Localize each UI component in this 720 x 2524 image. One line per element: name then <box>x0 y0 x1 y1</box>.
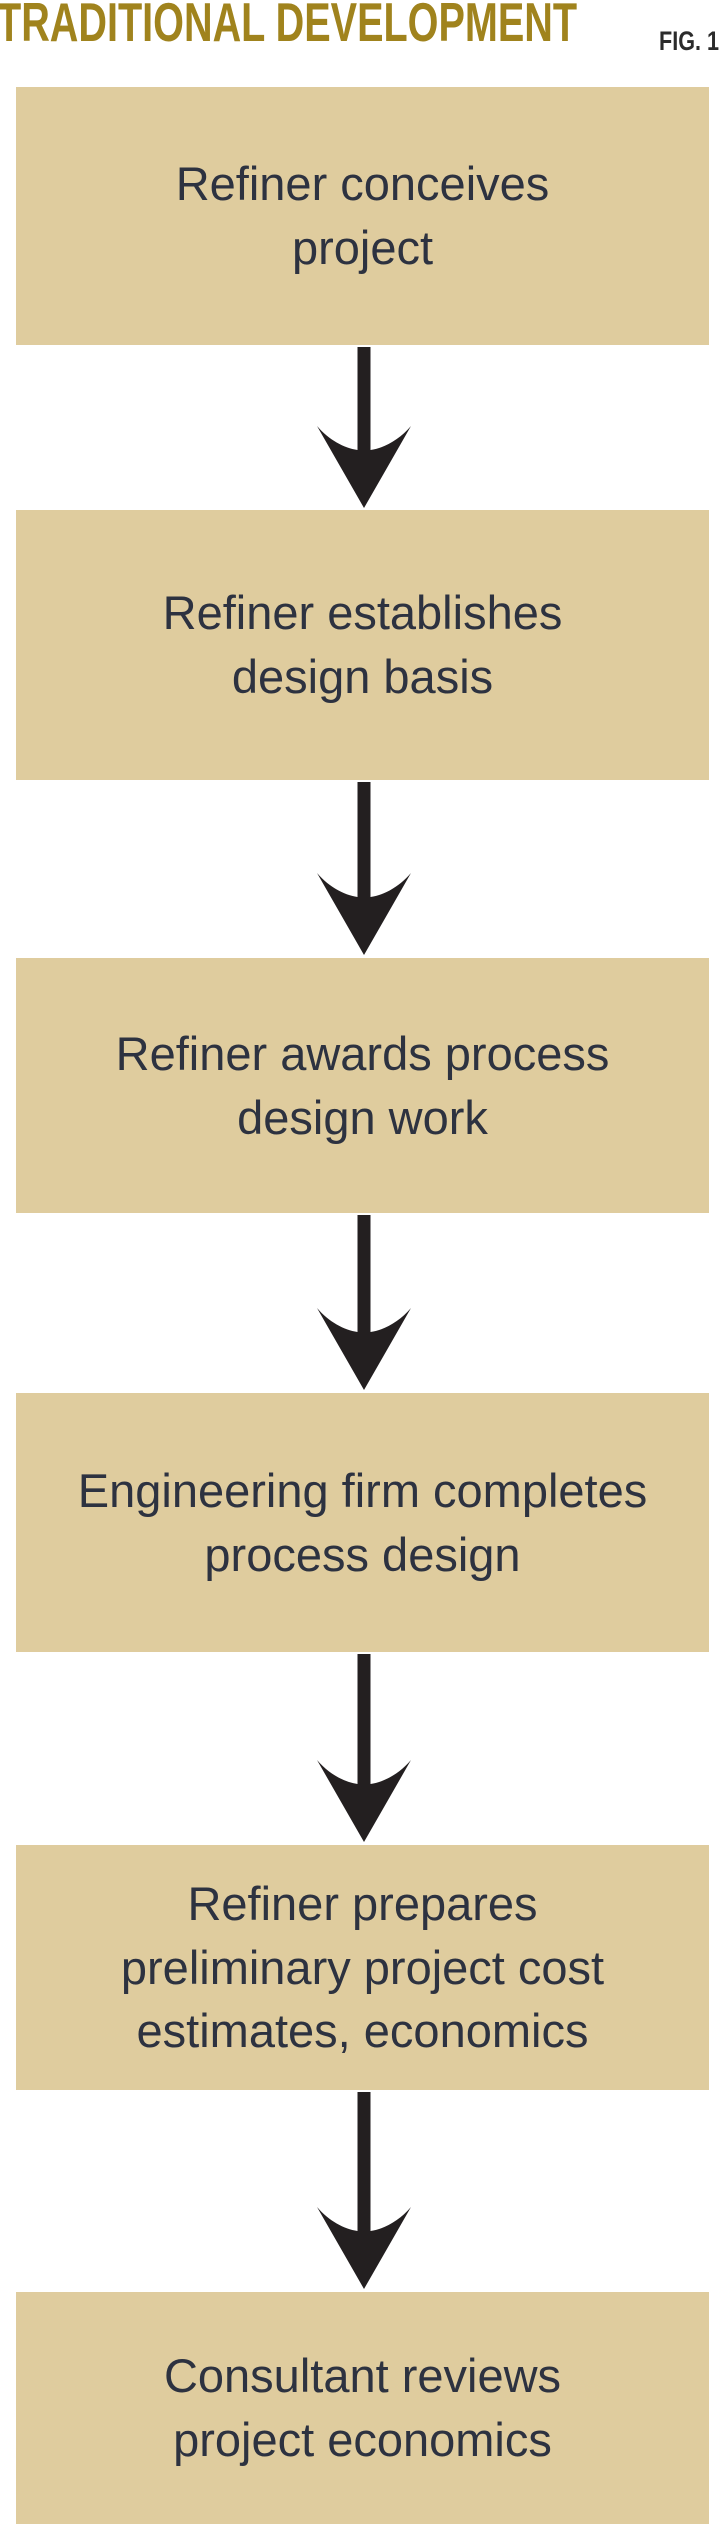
arrow-down-icon <box>314 347 414 508</box>
arrow-down-icon <box>314 1654 414 1842</box>
flow-step-refiner-awards-process-design-work: Refiner awards process design work <box>16 958 709 1213</box>
figure-number-label: FIG. 1 <box>658 26 719 56</box>
arrow-down-icon <box>314 782 414 955</box>
flow-step-refiner-establishes-design-basis: Refiner establishes design basis <box>16 510 709 780</box>
flow-step-refiner-prepares-cost-estimates-economics: Refiner prepares preliminary project cos… <box>16 1845 709 2090</box>
arrow-down-icon <box>314 1215 414 1390</box>
flow-step-consultant-reviews-project-economics: Consultant reviews project economics <box>16 2292 709 2524</box>
figure-title: TRADITIONAL DEVELOPMENT <box>0 0 578 53</box>
flow-step-engineering-firm-completes-process-design: Engineering firm completes process desig… <box>16 1393 709 1652</box>
arrow-down-icon <box>314 2092 414 2289</box>
flow-step-refiner-conceives-project: Refiner conceives project <box>16 87 709 345</box>
